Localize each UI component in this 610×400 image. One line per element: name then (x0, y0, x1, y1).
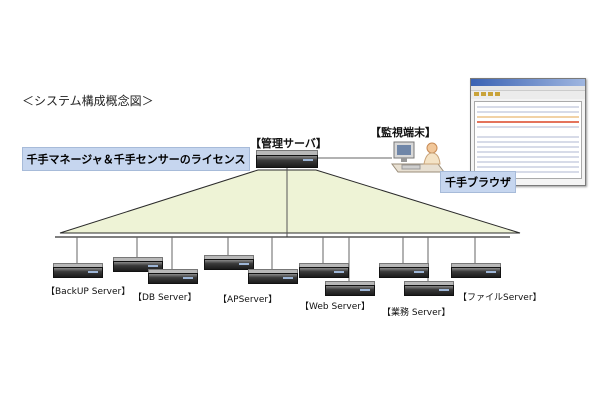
db-server-label: 【DB Server】 (133, 293, 197, 303)
db-server-icon-2 (148, 269, 198, 284)
license-coverage-trapezoid (59, 169, 521, 234)
window-menubar (471, 86, 585, 91)
diagram-title: ＜システム構成概念図＞ (22, 94, 154, 108)
ap-server-label: 【APServer】 (218, 295, 278, 305)
monitor-terminal-icon (390, 140, 450, 180)
gyomu-server-icon-1 (379, 263, 429, 278)
window-toolbar (471, 91, 585, 99)
browser-screenshot-window (470, 78, 586, 186)
browser-label-box: 千手ブラウザ (440, 171, 516, 193)
db-server-icon-1 (113, 257, 163, 272)
window-titlebar (471, 79, 585, 86)
backup-server-icon (53, 263, 103, 278)
backup-server-label: 【BackUP Server】 (46, 287, 131, 297)
management-server-label: 【管理サーバ】 (250, 137, 327, 150)
window-content-pane (474, 101, 582, 179)
web-server-icon-2 (325, 281, 375, 296)
file-server-icon (451, 263, 501, 278)
management-server-icon (256, 150, 318, 168)
web-server-label: 【Web Server】 (300, 302, 370, 312)
gyomu-server-icon-2 (404, 281, 454, 296)
gyomu-server-label: 【業務 Server】 (382, 308, 451, 318)
license-box: 千手マネージャ＆千手センサーのライセンス (22, 147, 250, 171)
ap-server-icon-2 (248, 269, 298, 284)
file-server-label: 【ファイルServer】 (458, 293, 542, 303)
web-server-icon-1 (299, 263, 349, 278)
ap-server-icon-1 (204, 255, 254, 270)
monitor-terminal-label: 【監視端末】 (370, 126, 436, 139)
